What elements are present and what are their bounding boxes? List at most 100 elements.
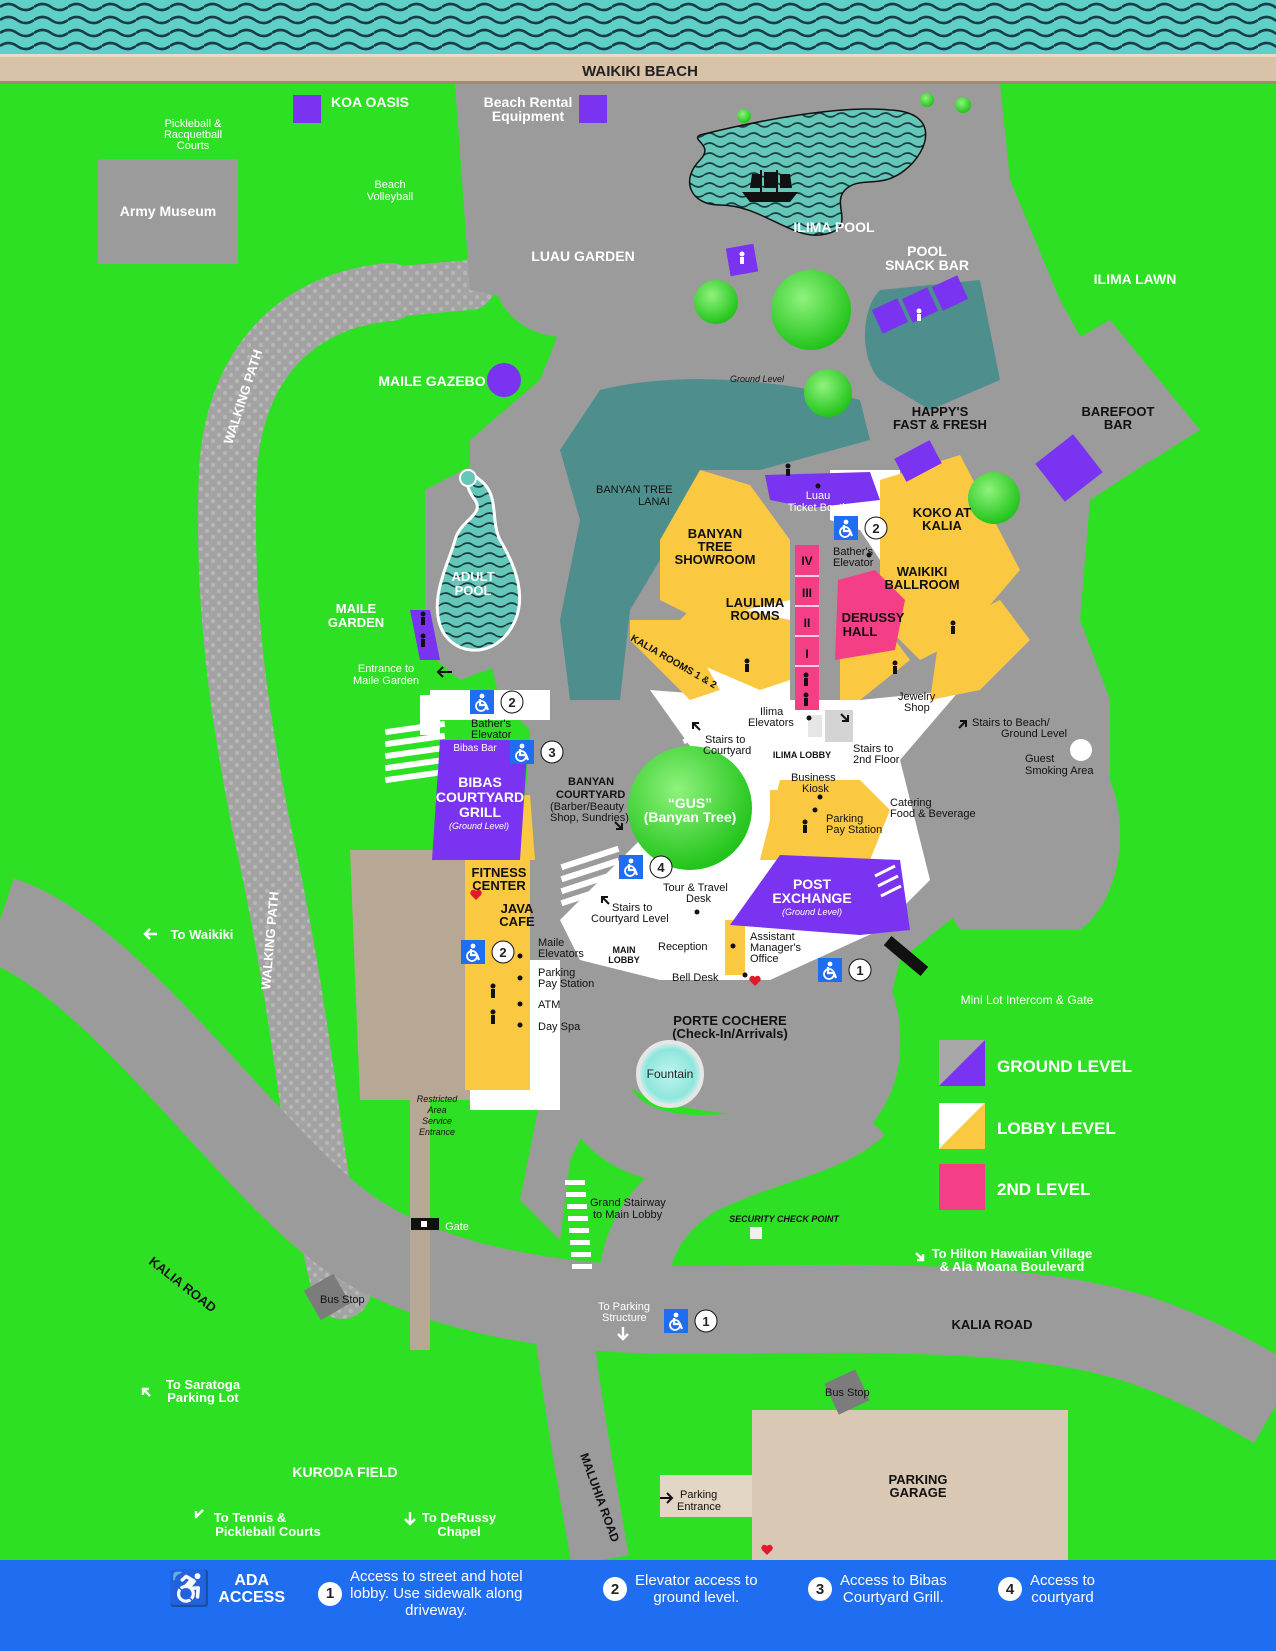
grand-stairway-label: Grand Stairway [590, 1197, 666, 1209]
main-lobby-label: LOBBY [608, 955, 640, 965]
stairs-2nd-label: 2nd Floor [853, 754, 900, 766]
beach-label: WAIKIKI BEACH [582, 63, 698, 80]
banyan-showroom-label: BANYAN [688, 526, 742, 541]
banyan-showroom-label: TREE [698, 539, 733, 554]
legend-ground-level: GROUND LEVEL [997, 1057, 1132, 1076]
tour-desk-label: Desk [686, 893, 712, 905]
barefoot-bar-label: BAR [1104, 417, 1133, 432]
access-2-text: Elevator access to [635, 1572, 758, 1589]
access-3-text: Courtyard Grill. [842, 1589, 944, 1606]
grand-stairway-label: to Main Lobby [593, 1209, 663, 1221]
room-i-label: I [805, 647, 808, 661]
bibas-grill-label: GRILL [459, 804, 501, 820]
parking-pay-label: Parking [826, 813, 863, 825]
guest-smoking-label: Guest [1025, 753, 1054, 765]
bathers-elevator-label: Elevator [471, 729, 512, 741]
parking-garage [752, 1410, 1068, 1560]
stairs-courtyard [560, 845, 620, 907]
army-museum [98, 159, 238, 264]
post-exchange-label: EXCHANGE [772, 890, 851, 906]
bathers-elevator-label: Bather's [833, 546, 874, 558]
access-1-text: Access to street and hotel [350, 1568, 523, 1585]
banyan-courtyard-label: Shop, Sundries) [550, 812, 629, 824]
maluhia-road [536, 1336, 629, 1565]
pickleball-label: Pickleball & [165, 118, 223, 130]
parking-entrance-label: Parking [680, 1489, 717, 1501]
adult-pool-label: POOL [455, 583, 492, 598]
bell-desk-label: Bell Desk [672, 972, 719, 984]
banyan-courtyard-label: BANYAN [568, 776, 614, 788]
beach-volleyball-label: Beach [374, 179, 405, 191]
banyan-lanai-label: LANAI [638, 496, 670, 508]
access-1-text: driveway. [405, 1602, 468, 1619]
laulima-label: ROOMS [730, 608, 779, 623]
koko-label: KALIA [922, 518, 962, 533]
derussy-label: DERUSSY [842, 610, 905, 625]
bibas-grill-label: BIBAS [458, 774, 502, 790]
pool-snack-bar-label: SNACK BAR [885, 257, 969, 273]
bibas-grill-level: (Ground Level) [449, 821, 509, 831]
access-4-text: courtyard [1031, 1589, 1094, 1606]
restricted-label: Restricted [417, 1094, 459, 1104]
beach-rental-label: Beach Rental [484, 94, 573, 110]
ilima-lawn-label: ILIMA LAWN [1094, 271, 1177, 287]
parking-pay-label: Parking [538, 967, 575, 979]
happys-label: FAST & FRESH [893, 417, 987, 432]
java-cafe-label: CAFE [499, 914, 535, 929]
java-cafe-label: JAVA [501, 901, 534, 916]
entrance-maile-label: Entrance to [358, 663, 414, 675]
happys-label: HAPPY'S [912, 404, 969, 419]
to-parking-label: Structure [602, 1312, 647, 1324]
access-1-text: lobby. Use sidewalk along [350, 1585, 523, 1602]
main-lobby-label: MAIN [613, 945, 636, 955]
banyan-lanai-label: BANYAN TREE [596, 484, 673, 496]
porte-cochere-label: (Check-In/Arrivals) [672, 1026, 788, 1041]
fitness-label: FITNESS [472, 865, 527, 880]
ilima-elevators-label: Elevators [748, 717, 794, 729]
security-label: SECURITY CHECK POINT [729, 1214, 840, 1224]
atm-label: ATM [538, 999, 560, 1011]
ada-access-item: ♿ ADA ACCESS [168, 1572, 285, 1606]
number-2-badge: 2 [603, 1577, 627, 1601]
catering-label: Catering [890, 797, 932, 809]
grand-stairway [565, 1180, 592, 1269]
room-ii-label: II [804, 616, 811, 630]
guest-smoking-marker [1070, 739, 1092, 761]
banyan-courtyard-label: (Barber/Beauty [550, 801, 624, 813]
porte-cochere-label: PORTE COCHERE [673, 1013, 787, 1028]
to-tennis-label: To Tennis & [214, 1510, 286, 1525]
tour-desk-label: Tour & Travel [663, 882, 728, 894]
to-hilton-label: To Hilton Hawaiian Village [932, 1246, 1093, 1261]
tree-icon [628, 93, 1020, 870]
to-derussy-label: Chapel [437, 1524, 480, 1539]
ilima-pool-label: ILIMA POOL [793, 219, 875, 235]
restricted-label: Service [422, 1116, 452, 1126]
aed-icon [470, 889, 773, 1555]
banyan-showroom-label: SHOWROOM [675, 552, 756, 567]
koa-oasis-label: KOA OASIS [331, 94, 409, 110]
stairs-courtyard-level-label: Courtyard Level [591, 913, 669, 925]
army-museum-label: Army Museum [120, 203, 216, 219]
access-4-text: Access to [1030, 1572, 1096, 1589]
access-3-item: 3 Access to Bibas Courtyard Grill. [808, 1572, 947, 1606]
ground-level-buildings [293, 95, 969, 935]
adult-pool [435, 474, 522, 652]
banyan-courtyard-label: COURTYARD [556, 789, 625, 801]
parking-pay-label: Pay Station [826, 824, 882, 836]
ocean [0, 0, 1276, 54]
ada-number: 2 [872, 521, 879, 536]
reception-label: Reception [658, 941, 708, 953]
parking-garage-label: PARKING [889, 1472, 948, 1487]
kuroda-field-label: KURODA FIELD [292, 1464, 397, 1480]
to-derussy-label: To DeRussy [422, 1510, 497, 1525]
gus-label: “GUS” [668, 795, 712, 811]
pirate-ship-icon [742, 170, 798, 202]
laulima-label: LAULIMA [726, 595, 785, 610]
legend: GROUND LEVEL LOBBY LEVEL 2ND LEVEL [939, 1040, 1132, 1210]
restroom-icon [420, 463, 956, 1024]
access-1-item: 1 Access to street and hotel lobby. Use … [318, 1568, 523, 1619]
ada-label: ACCESS [218, 1589, 286, 1606]
wheelchair-icon: ♿ [168, 1570, 211, 1608]
bibas-bar-label: Bibas Bar [453, 743, 497, 754]
